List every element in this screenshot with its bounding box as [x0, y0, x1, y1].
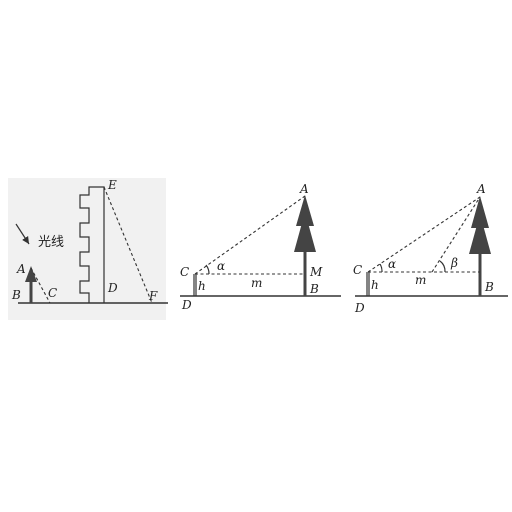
label-alpha-fig2: α	[217, 259, 225, 273]
angle-alpha-arc-2	[205, 264, 210, 275]
figure-1-shadow-method: 光线 A B C D E F	[8, 178, 168, 320]
angle-beta-arc-3	[439, 260, 446, 273]
label-A-fig1: A	[16, 262, 26, 276]
building-outline	[79, 186, 105, 303]
label-B-fig1: B	[11, 288, 21, 302]
label-h-fig3: h	[371, 278, 379, 292]
tree-crown-3-bottom	[469, 214, 491, 254]
figure-2-single-angle: A C α M h m B D	[180, 182, 341, 312]
label-A-fig3: A	[476, 182, 486, 196]
building-shadow-ray	[103, 186, 153, 304]
label-C-fig1: C	[48, 286, 57, 300]
small-tree-shadow-ray	[30, 267, 51, 304]
light-ray-label: 光线	[38, 235, 64, 250]
label-B-fig2: B	[309, 282, 319, 296]
label-B-fig3: B	[484, 280, 494, 294]
label-m-fig3: m	[415, 273, 426, 287]
sight-line-CA-3	[367, 196, 481, 273]
figure-3-two-angles: A C α β h m B D	[353, 182, 508, 315]
label-alpha-fig3: α	[388, 257, 396, 271]
label-M-fig2: M	[309, 265, 323, 279]
tree-crown-3-top	[471, 196, 489, 228]
label-E-fig1: E	[107, 178, 117, 192]
sight-line-second-point-3	[431, 196, 481, 273]
label-D-fig2: D	[181, 298, 192, 312]
angle-alpha-arc-3	[379, 263, 383, 273]
label-F-fig1: F	[148, 289, 158, 303]
label-h-fig2: h	[198, 279, 206, 293]
label-beta-fig3: β	[450, 256, 458, 270]
small-tree-icon	[25, 266, 37, 282]
light-ray-arrow	[15, 223, 30, 245]
figure-1-background	[8, 178, 166, 320]
label-D-fig1: D	[107, 281, 118, 295]
label-C-fig3: C	[353, 263, 362, 277]
tree-crown-2-bottom	[294, 212, 316, 252]
sight-line-CA-2	[194, 195, 306, 275]
label-m-fig2: m	[251, 276, 262, 290]
tree-crown-2-top	[296, 195, 314, 226]
label-A-fig2: A	[299, 182, 309, 196]
label-D-fig3: D	[354, 301, 365, 315]
label-C-fig2: C	[180, 265, 189, 279]
